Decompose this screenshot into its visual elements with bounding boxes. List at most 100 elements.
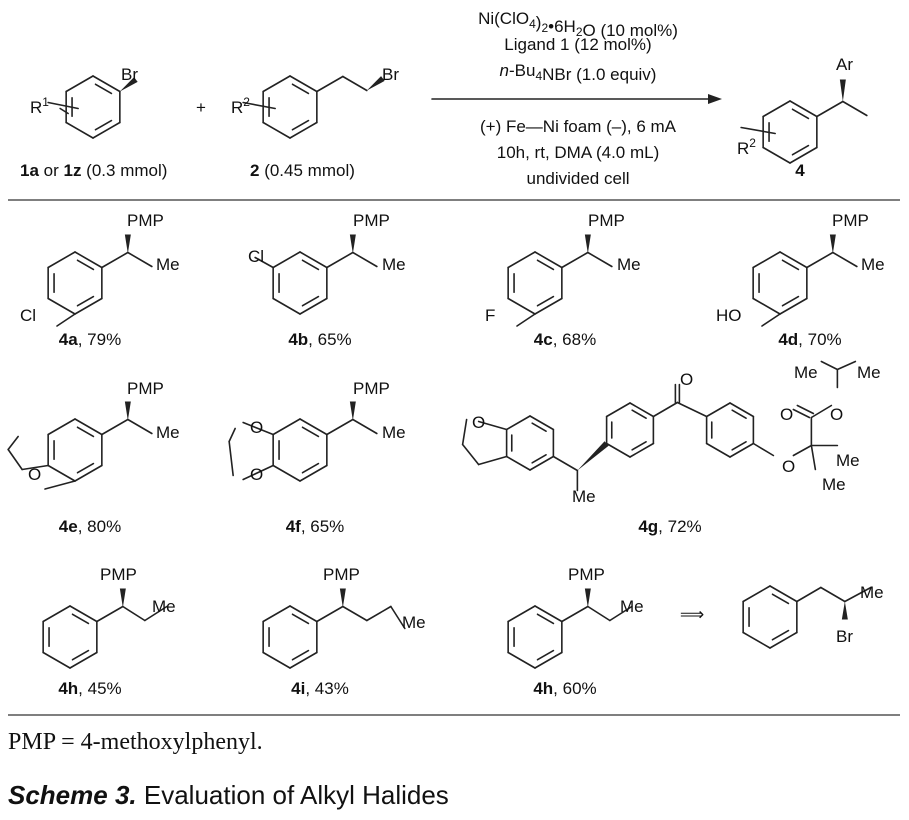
r2-label: R2 <box>231 95 250 117</box>
bond <box>561 251 589 269</box>
compound-4h-label: 4h, 45% <box>58 679 121 698</box>
bond <box>94 119 113 131</box>
wedge-bond <box>349 234 356 254</box>
bond <box>71 649 90 661</box>
bond <box>74 464 103 482</box>
bond <box>820 586 846 603</box>
bond <box>705 402 731 418</box>
bond <box>652 401 679 418</box>
bond <box>7 435 19 451</box>
bond <box>301 259 320 271</box>
bond <box>92 121 121 139</box>
bond <box>752 442 775 457</box>
bond <box>76 426 95 438</box>
me-label: Me <box>860 583 884 602</box>
bond <box>366 605 392 622</box>
bond <box>842 100 868 117</box>
bond <box>101 251 129 269</box>
bond <box>791 108 810 120</box>
pmp-label: PMP <box>568 565 605 584</box>
me-label: Me <box>402 613 426 632</box>
br-label: Br <box>836 627 853 646</box>
bond <box>529 415 555 431</box>
bond <box>771 629 790 641</box>
bond <box>534 651 563 669</box>
bond <box>291 119 310 131</box>
bond <box>806 251 834 269</box>
bond <box>272 251 301 269</box>
bond <box>299 464 328 482</box>
bond <box>536 613 555 625</box>
bond <box>536 649 555 661</box>
bond <box>342 75 368 92</box>
compound-4c-label: 4c, 68% <box>534 330 596 349</box>
bond <box>629 402 655 418</box>
wedge-bond <box>584 588 591 608</box>
bond <box>291 83 310 95</box>
bond <box>127 251 153 268</box>
compound-4h-label: 4h, 60% <box>533 679 596 698</box>
bond <box>47 251 76 269</box>
bond <box>762 146 791 164</box>
o-label: O <box>250 418 263 437</box>
pmp-label: PMP <box>353 211 390 230</box>
o-label: O <box>250 465 263 484</box>
bond <box>762 100 791 118</box>
bond <box>7 448 23 471</box>
bond <box>326 418 354 436</box>
bond <box>299 418 328 436</box>
bond <box>56 313 76 327</box>
bond <box>122 605 146 622</box>
me-label: Me <box>857 363 881 382</box>
bond <box>461 418 468 446</box>
bond <box>820 360 839 371</box>
bond <box>587 605 611 622</box>
ether-o-label: O <box>782 457 795 476</box>
bond <box>789 146 818 164</box>
compound-4a-label: 4a, 79% <box>59 330 121 349</box>
bond <box>531 453 547 464</box>
bond <box>272 297 301 315</box>
bond <box>262 121 291 139</box>
bond <box>101 418 129 436</box>
bond <box>810 444 817 471</box>
bond <box>529 455 555 471</box>
product-r2: R2 <box>737 136 756 158</box>
bond <box>262 605 291 623</box>
reactant1-label: 1a or 1z (0.3 mmol) <box>20 161 167 180</box>
bond <box>731 409 747 420</box>
bond <box>76 259 95 271</box>
bond <box>144 605 168 622</box>
bond <box>779 251 808 269</box>
bond <box>289 605 318 623</box>
bond <box>47 297 76 315</box>
bond <box>76 295 95 307</box>
footnote: PMP = 4-methoxylphenyl. <box>8 729 263 755</box>
bond <box>629 442 655 458</box>
wedge-bond <box>839 79 846 102</box>
bond <box>301 426 320 438</box>
condition-electrodes: (+) Fe—Ni foam (–), 6 mA <box>480 117 677 136</box>
bond <box>44 480 76 490</box>
bond <box>534 251 563 269</box>
product-label: 4 <box>795 161 805 180</box>
bond <box>791 144 810 156</box>
bond <box>272 464 301 482</box>
bond-drawings <box>7 75 872 669</box>
plus-sign: + <box>196 98 206 117</box>
wedge-bond <box>119 77 138 92</box>
wedge-bond <box>124 234 131 254</box>
bond <box>769 585 798 603</box>
me-label: Me <box>156 255 180 274</box>
bond <box>534 297 563 315</box>
condition-catalyst: Ni(ClO4)2•6H2O (10 mol%) <box>478 9 678 40</box>
compound-4i-label: 4i, 43% <box>291 679 349 698</box>
bond <box>605 402 631 418</box>
pmp-label: PMP <box>100 565 137 584</box>
wedge-bond <box>349 401 356 421</box>
bond <box>631 409 647 420</box>
bond <box>516 313 536 327</box>
pmp-label: PMP <box>127 211 164 230</box>
bond <box>42 651 71 669</box>
